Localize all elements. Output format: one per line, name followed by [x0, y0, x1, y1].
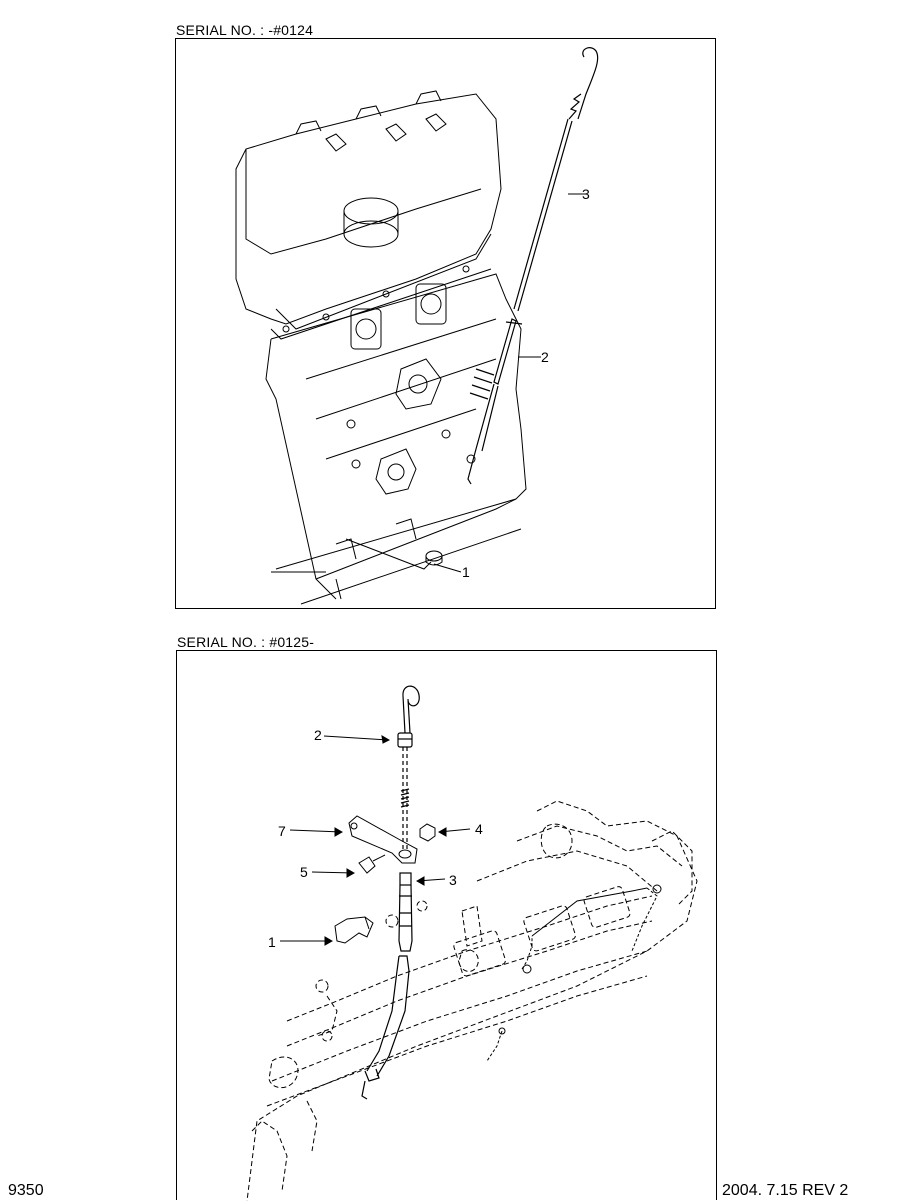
diagram-panel-bottom: 2 7 5 4 3 1: [176, 650, 717, 1201]
page-number: 9350: [8, 1182, 44, 1199]
diagram-panel-top: 3 2 1: [175, 38, 716, 609]
callout-3: 3: [449, 872, 457, 888]
arrow-head-1: [324, 936, 334, 946]
arrow-head-7: [334, 827, 344, 837]
arrow-head-3: [415, 876, 425, 886]
serial-label-top: SERIAL NO. : -#0124: [176, 22, 314, 38]
callout-2: 2: [541, 349, 549, 365]
callout-1: 1: [268, 934, 276, 950]
arrow-head-2: [381, 735, 391, 744]
callout-7: 7: [278, 823, 286, 839]
arrow-head-4: [437, 827, 447, 837]
callout-3: 3: [582, 186, 590, 202]
engine-block-drawing-top: 3 2 1: [235, 47, 599, 605]
arrow-leader-2: [323, 735, 390, 741]
arrow-head-5: [346, 868, 356, 878]
callout-4: 4: [475, 821, 483, 837]
serial-label-bottom: SERIAL NO. : #0125-: [177, 634, 315, 650]
dipstick-assembly-drawing: 2 7 5 4 3 1: [246, 685, 698, 1201]
revision-date: 2004. 7.15 REV 2: [722, 1182, 849, 1199]
callout-1: 1: [462, 564, 470, 580]
leader-line-1: [345, 538, 462, 573]
arrow-leader-7: [289, 829, 343, 833]
callout-5: 5: [300, 864, 308, 880]
callout-2: 2: [314, 727, 322, 743]
